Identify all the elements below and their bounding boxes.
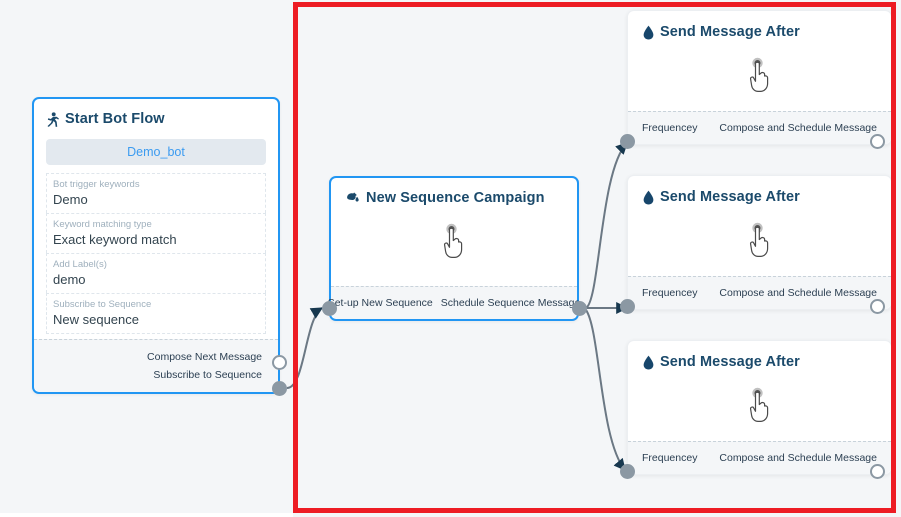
port-label-setup-new-sequence: Set-up New Sequence: [327, 297, 433, 309]
pointing-hand-cursor-icon: [439, 223, 469, 259]
field-label: Keyword matching type: [53, 219, 152, 230]
field-label: Bot trigger keywords: [53, 179, 140, 190]
sequence-node-cursor-area: [331, 212, 577, 270]
port-label-frequency: Frequencey: [642, 452, 698, 464]
output-port-compose-and-schedule-message-2[interactable]: [870, 299, 885, 314]
pointing-hand-cursor-icon: [745, 222, 775, 258]
water-drop-icon: [643, 355, 654, 370]
field-label: Subscribe to Sequence: [53, 299, 152, 310]
start-node-fields: Bot trigger keywords Demo Keyword matchi…: [46, 173, 266, 334]
card-footer: Frequencey Compose and Schedule Message: [628, 441, 891, 474]
card-title: Send Message After: [660, 354, 800, 370]
input-port-setup-new-sequence[interactable]: [322, 301, 337, 316]
field-row[interactable]: Bot trigger keywords Demo: [46, 173, 266, 213]
input-port-frequency-2[interactable]: [620, 299, 635, 314]
card-title: Send Message After: [660, 24, 800, 40]
output-port-compose-next-message[interactable]: [272, 355, 287, 370]
port-label-compose-and-schedule-message: Compose and Schedule Message: [719, 122, 877, 134]
card-footer: Frequencey Compose and Schedule Message: [628, 111, 891, 144]
start-node-title: Start Bot Flow: [65, 111, 165, 127]
running-person-icon: [46, 111, 59, 127]
node-start-bot-flow[interactable]: Start Bot Flow Demo_bot Bot trigger keyw…: [32, 97, 280, 394]
port-label-subscribe-to-sequence: Subscribe to Sequence: [153, 369, 262, 381]
sequence-node-title: New Sequence Campaign: [366, 190, 545, 206]
bot-name-pill[interactable]: Demo_bot: [46, 139, 266, 165]
node-new-sequence-campaign[interactable]: New Sequence Campaign Set-up New Sequenc…: [327, 176, 580, 321]
card-cursor-area: [628, 211, 891, 269]
canvas-bottom-edge: [0, 513, 293, 517]
water-drop-icon: [643, 190, 654, 205]
card-footer: Frequencey Compose and Schedule Message: [628, 276, 891, 309]
card-title-row: Send Message After: [628, 176, 891, 205]
node-send-message-after-3[interactable]: Send Message After Frequencey Compose an…: [627, 340, 892, 475]
port-label-schedule-sequence-message: Schedule Sequence Message: [440, 297, 581, 309]
sequence-node-title-row: New Sequence Campaign: [331, 178, 577, 206]
field-value: New sequence: [53, 312, 139, 327]
bot-name-label: Demo_bot: [127, 145, 185, 159]
card-cursor-area: [628, 46, 891, 104]
start-node-title-row: Start Bot Flow: [34, 99, 278, 127]
start-node-footer: Compose Next Message Subscribe to Sequen…: [34, 339, 278, 392]
output-port-subscribe-to-sequence[interactable]: [272, 381, 287, 396]
field-row[interactable]: Keyword matching type Exact keyword matc…: [46, 213, 266, 253]
port-label-compose-and-schedule-message: Compose and Schedule Message: [719, 452, 877, 464]
field-row[interactable]: Add Label(s) demo: [46, 253, 266, 293]
pointing-hand-cursor-icon: [745, 57, 775, 93]
output-port-compose-and-schedule-message-3[interactable]: [870, 464, 885, 479]
output-port-schedule-sequence-message[interactable]: [572, 301, 587, 316]
node-send-message-after-1[interactable]: Send Message After Frequencey Compose an…: [627, 10, 892, 145]
port-label-compose-and-schedule-message: Compose and Schedule Message: [719, 287, 877, 299]
output-port-compose-and-schedule-message-1[interactable]: [870, 134, 885, 149]
field-value: Exact keyword match: [53, 232, 177, 247]
node-send-message-after-2[interactable]: Send Message After Frequencey Compose an…: [627, 175, 892, 310]
field-label: Add Label(s): [53, 259, 107, 270]
field-value: demo: [53, 272, 86, 287]
port-label-frequency: Frequencey: [642, 287, 698, 299]
water-drop-icon: [643, 25, 654, 40]
card-title-row: Send Message After: [628, 11, 891, 40]
card-title: Send Message After: [660, 189, 800, 205]
port-label-compose-next-message: Compose Next Message: [147, 351, 262, 363]
field-value: Demo: [53, 192, 88, 207]
paint-pour-icon: [345, 191, 360, 205]
port-label-frequency: Frequencey: [642, 122, 698, 134]
card-cursor-area: [628, 376, 891, 434]
card-title-row: Send Message After: [628, 341, 891, 370]
field-row[interactable]: Subscribe to Sequence New sequence: [46, 293, 266, 334]
input-port-frequency-1[interactable]: [620, 134, 635, 149]
pointing-hand-cursor-icon: [745, 387, 775, 423]
sequence-node-footer: Set-up New Sequence Schedule Sequence Me…: [327, 286, 580, 319]
input-port-frequency-3[interactable]: [620, 464, 635, 479]
